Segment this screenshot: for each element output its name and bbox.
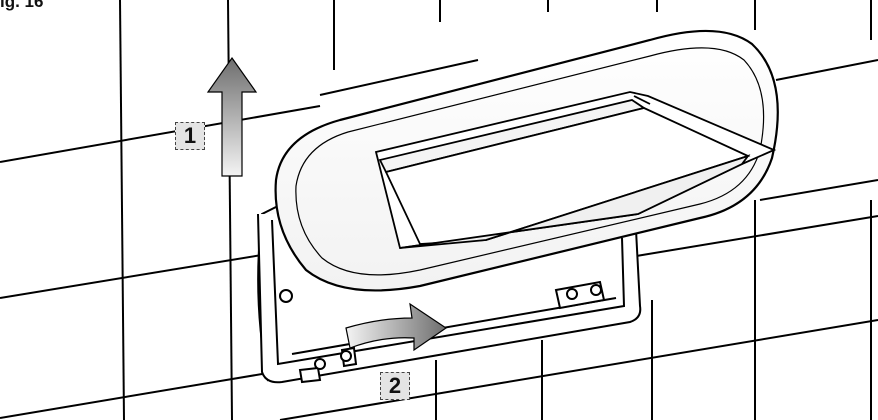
step-2-label: 2 xyxy=(380,372,410,400)
figure-label: ig. 16 xyxy=(0,0,44,11)
step-1-label: 1 xyxy=(175,122,205,150)
cover-window-opening xyxy=(374,91,777,250)
up-arrow-icon xyxy=(206,56,258,177)
curved-arrow-icon xyxy=(345,302,448,352)
